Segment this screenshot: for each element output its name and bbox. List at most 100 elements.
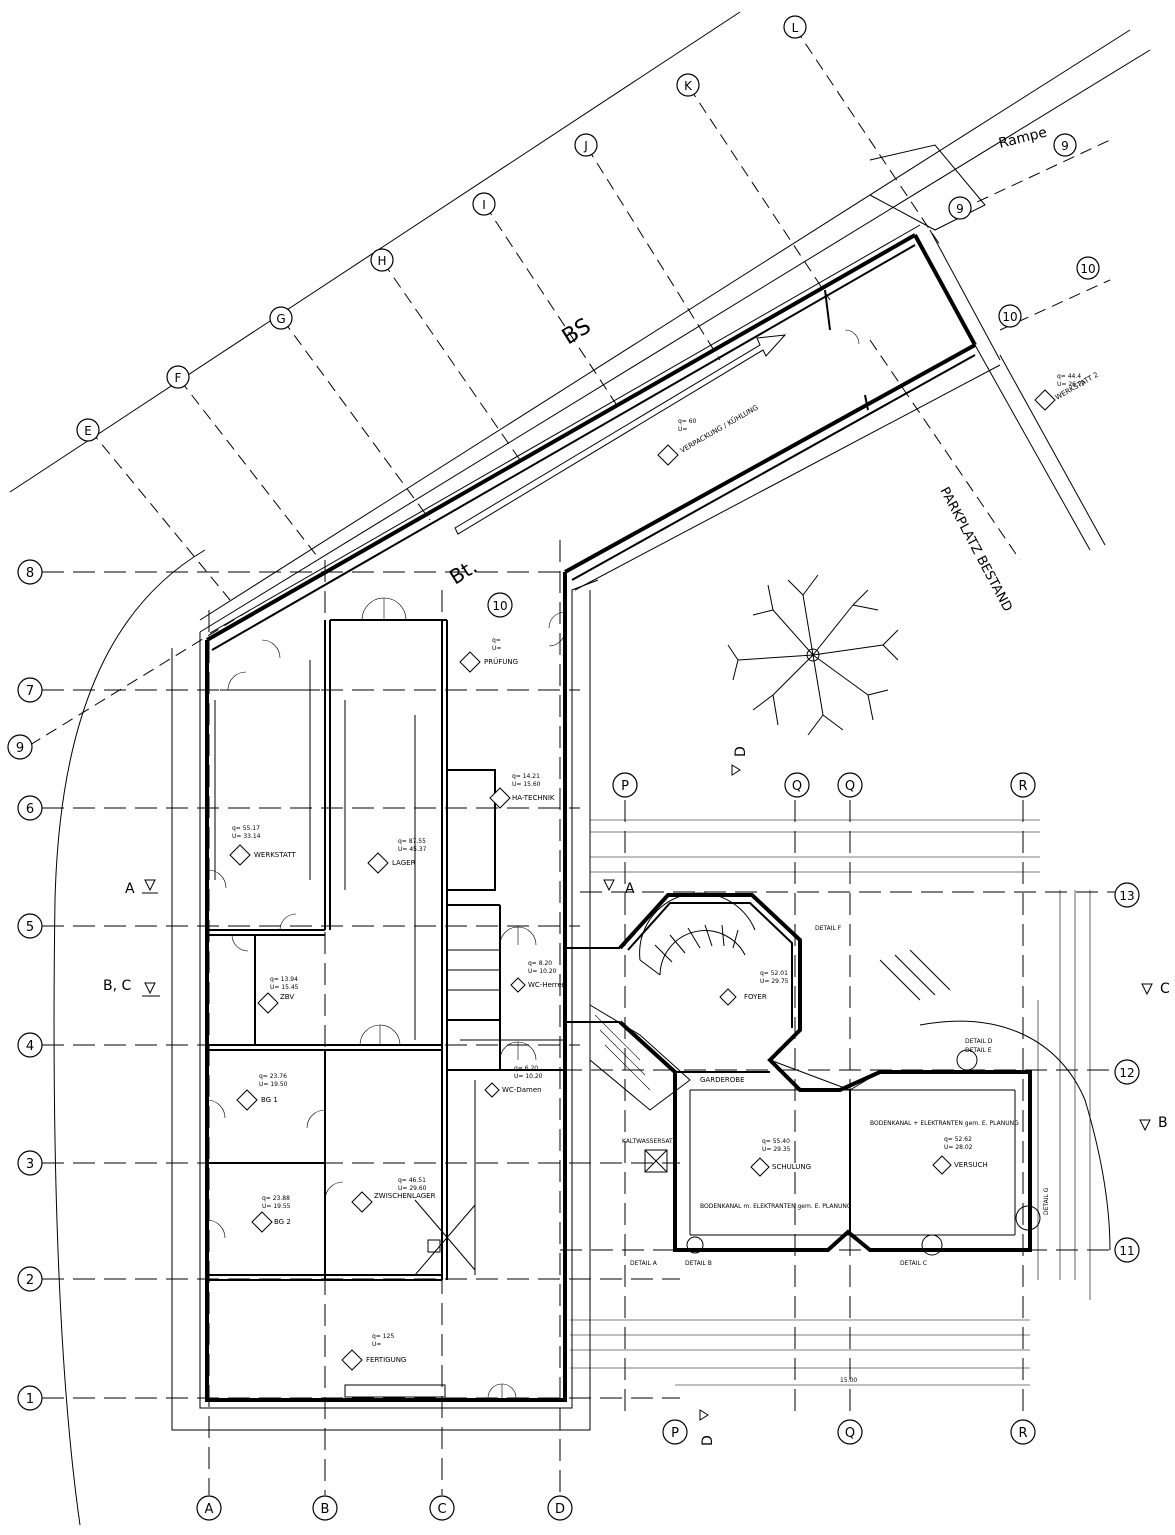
main-building bbox=[171, 572, 599, 1431]
grid-bubble-d: D bbox=[555, 1502, 565, 1517]
grid-bubble-p-top: P bbox=[621, 779, 629, 794]
svg-text:q= 6.20: q= 6.20 bbox=[514, 1065, 538, 1072]
grid-bubble-4: 4 bbox=[26, 1039, 34, 1054]
svg-text:U= 28.02: U= 28.02 bbox=[944, 1144, 973, 1151]
grid-bubble-7: 7 bbox=[26, 684, 34, 699]
svg-text:U= 29.35: U= 29.35 bbox=[762, 1146, 791, 1153]
svg-text:BG 2: BG 2 bbox=[274, 1218, 291, 1226]
svg-text:KALTWASSERSATZ: KALTWASSERSATZ bbox=[622, 1138, 677, 1145]
grid-bubble-5: 5 bbox=[26, 920, 34, 935]
svg-text:q= 44.4: q= 44.4 bbox=[1057, 373, 1081, 380]
label-parkplatz: PARKPLATZ BESTAND bbox=[936, 485, 1014, 614]
svg-text:q= 46.51: q= 46.51 bbox=[398, 1177, 426, 1184]
room-stamp-bg1: q= 23.76 U= 19.50 BG 1 bbox=[236, 1073, 288, 1111]
section-a-mid: A bbox=[625, 881, 635, 897]
room-stamp-ha-technik: q= 14.21 U= 15.60 HA-TECHNIK bbox=[489, 773, 555, 809]
grid-bubble-12: 12 bbox=[1119, 1066, 1134, 1080]
svg-text:WC-Herren: WC-Herren bbox=[528, 981, 566, 989]
grid-bubble-10-main: 10 bbox=[492, 599, 507, 613]
room-stamp-verpackung: q= 60 U= VERPACKUNG / KÜHLUNG bbox=[657, 403, 760, 466]
svg-text:BODENKANAL + ELEKTRANTEN gem.: BODENKANAL + ELEKTRANTEN gem. E. PLANUNG bbox=[870, 1120, 1019, 1127]
room-stamp-fertigung: q= 125 U= FERTIGUNG bbox=[341, 1333, 406, 1371]
label-bs: BS bbox=[558, 314, 596, 350]
annotations: BODENKANAL + ELEKTRANTEN gem. E. PLANUNG… bbox=[622, 925, 1050, 1384]
grid-bubble-r-top: R bbox=[1018, 779, 1027, 794]
svg-text:U= 15.60: U= 15.60 bbox=[512, 781, 541, 788]
svg-text:U= 10.20: U= 10.20 bbox=[528, 968, 557, 975]
svg-text:q= 55.40: q= 55.40 bbox=[762, 1138, 790, 1145]
svg-text:BG 1: BG 1 bbox=[261, 1096, 278, 1104]
grid-bubbles-annex: P Q Q R P Q R 13 12 11 10 9 9 10 10 bbox=[487, 133, 1140, 1445]
grid-bubble-10-mid: 10 bbox=[1002, 310, 1017, 324]
svg-text:LAGER: LAGER bbox=[392, 859, 416, 867]
room-stamp-zbv: q= 13.94 U= 15.45 ZBV bbox=[257, 976, 299, 1014]
svg-text:DETAIL B: DETAIL B bbox=[685, 1260, 712, 1267]
room-stamp-schulung: q= 55.40 U= 29.35 SCHULUNG bbox=[750, 1138, 811, 1177]
room-stamp-lager: q= 87.55 U= 45.37 LAGER bbox=[367, 838, 427, 874]
grid-bubbles-left: 8 7 9 6 5 4 3 2 1 bbox=[7, 559, 43, 1411]
svg-text:q= 60: q= 60 bbox=[678, 418, 697, 425]
section-markers: A A B, C C B D D bbox=[103, 746, 1170, 1446]
grid-bubble-b: B bbox=[321, 1502, 330, 1517]
section-b-right: B bbox=[1158, 1115, 1168, 1131]
grid-bubble-9-left: 9 bbox=[16, 741, 24, 756]
grid-bubble-3: 3 bbox=[26, 1157, 34, 1172]
grid-bubble-6: 6 bbox=[26, 802, 34, 817]
doors bbox=[206, 329, 860, 1399]
grid-bubble-2: 2 bbox=[26, 1273, 34, 1288]
svg-text:U=: U= bbox=[372, 1341, 381, 1348]
grid-bubble-10-ramp: 10 bbox=[1080, 262, 1095, 276]
grid-bubble-f: F bbox=[175, 371, 182, 385]
grid-bubble-c: C bbox=[437, 1502, 446, 1517]
label-rampe: Rampe bbox=[997, 124, 1049, 151]
label-bt: Bt. bbox=[445, 554, 481, 589]
grid-bubble-11: 11 bbox=[1119, 1244, 1134, 1258]
room-stamp-versuch: q= 52.62 U= 28.02 VERSUCH bbox=[932, 1136, 988, 1175]
svg-text:U= 29.60: U= 29.60 bbox=[398, 1185, 427, 1192]
grid-bubbles-bottom: A B C D bbox=[196, 1495, 573, 1521]
svg-text:WERKSTATT: WERKSTATT bbox=[254, 851, 296, 859]
section-d-top: D bbox=[733, 746, 749, 757]
room-stamp-bg2: q= 23.88 U= 19.55 BG 2 bbox=[251, 1195, 291, 1233]
svg-text:VERPACKUNG / KÜHLUNG: VERPACKUNG / KÜHLUNG bbox=[679, 403, 760, 455]
grid-bubble-l: L bbox=[792, 21, 799, 35]
grid-bubble-9-ramp: 9 bbox=[1061, 139, 1069, 153]
room-stamp-pruefung: q= U= PRÜFUNG bbox=[459, 637, 518, 673]
svg-text:q= 87.55: q= 87.55 bbox=[398, 838, 426, 845]
svg-text:U= 33.14: U= 33.14 bbox=[232, 833, 261, 840]
svg-text:SCHULUNG: SCHULUNG bbox=[772, 1163, 811, 1171]
svg-text:q= 8.20: q= 8.20 bbox=[528, 960, 552, 967]
grid-bubble-r-bottom: R bbox=[1018, 1426, 1027, 1441]
svg-text:U= 15.45: U= 15.45 bbox=[270, 984, 299, 991]
svg-text:U= 29.75: U= 29.75 bbox=[760, 978, 789, 985]
grid-bubble-g: G bbox=[276, 312, 285, 326]
grid-bubble-h: H bbox=[377, 254, 386, 268]
grid-bubble-a: A bbox=[205, 1502, 214, 1517]
svg-text:U= 19.50: U= 19.50 bbox=[259, 1081, 288, 1088]
svg-text:U=: U= bbox=[492, 645, 501, 652]
svg-text:DETAIL C: DETAIL C bbox=[900, 1260, 927, 1267]
room-stamp-wc-herren: q= 8.20 U= 10.20 WC-Herren bbox=[510, 960, 566, 993]
svg-text:q= 55.17: q= 55.17 bbox=[232, 825, 260, 832]
svg-text:DETAIL E: DETAIL E bbox=[965, 1047, 992, 1054]
svg-text:FOYER: FOYER bbox=[744, 993, 767, 1001]
svg-text:ZWISCHENLAGER: ZWISCHENLAGER bbox=[374, 1192, 436, 1200]
svg-text:DETAIL A: DETAIL A bbox=[630, 1260, 658, 1267]
svg-text:WC-Damen: WC-Damen bbox=[502, 1086, 542, 1094]
section-bc-left: B, C bbox=[103, 978, 132, 994]
grid-bubble-q-top-1: Q bbox=[792, 779, 802, 794]
svg-text:VERSUCH: VERSUCH bbox=[954, 1161, 988, 1169]
grid-bubble-e: E bbox=[84, 424, 92, 438]
room-label-garderobe: GARDEROBE bbox=[700, 1076, 745, 1084]
grid-bubble-p-bottom: P bbox=[671, 1426, 679, 1441]
grid-bubble-9-mid: 9 bbox=[956, 202, 964, 216]
section-c-right: C bbox=[1160, 981, 1170, 997]
room-stamp-werkstatt-2: q= 44.4 U= 26.77 WERKSTATT 2 bbox=[1034, 371, 1100, 411]
svg-text:BODENKANAL m. ELEKTRANTEN gem.: BODENKANAL m. ELEKTRANTEN gem. E. PLANUN… bbox=[700, 1203, 852, 1210]
svg-text:q= 23.88: q= 23.88 bbox=[262, 1195, 290, 1202]
grid-bubble-13: 13 bbox=[1119, 889, 1134, 903]
svg-text:U= 19.55: U= 19.55 bbox=[262, 1203, 291, 1210]
room-stamp-werkstatt: q= 55.17 U= 33.14 WERKSTATT bbox=[229, 825, 296, 866]
room-stamp-wc-damen: q= 6.20 U= 10.20 WC-Damen bbox=[484, 1065, 543, 1098]
